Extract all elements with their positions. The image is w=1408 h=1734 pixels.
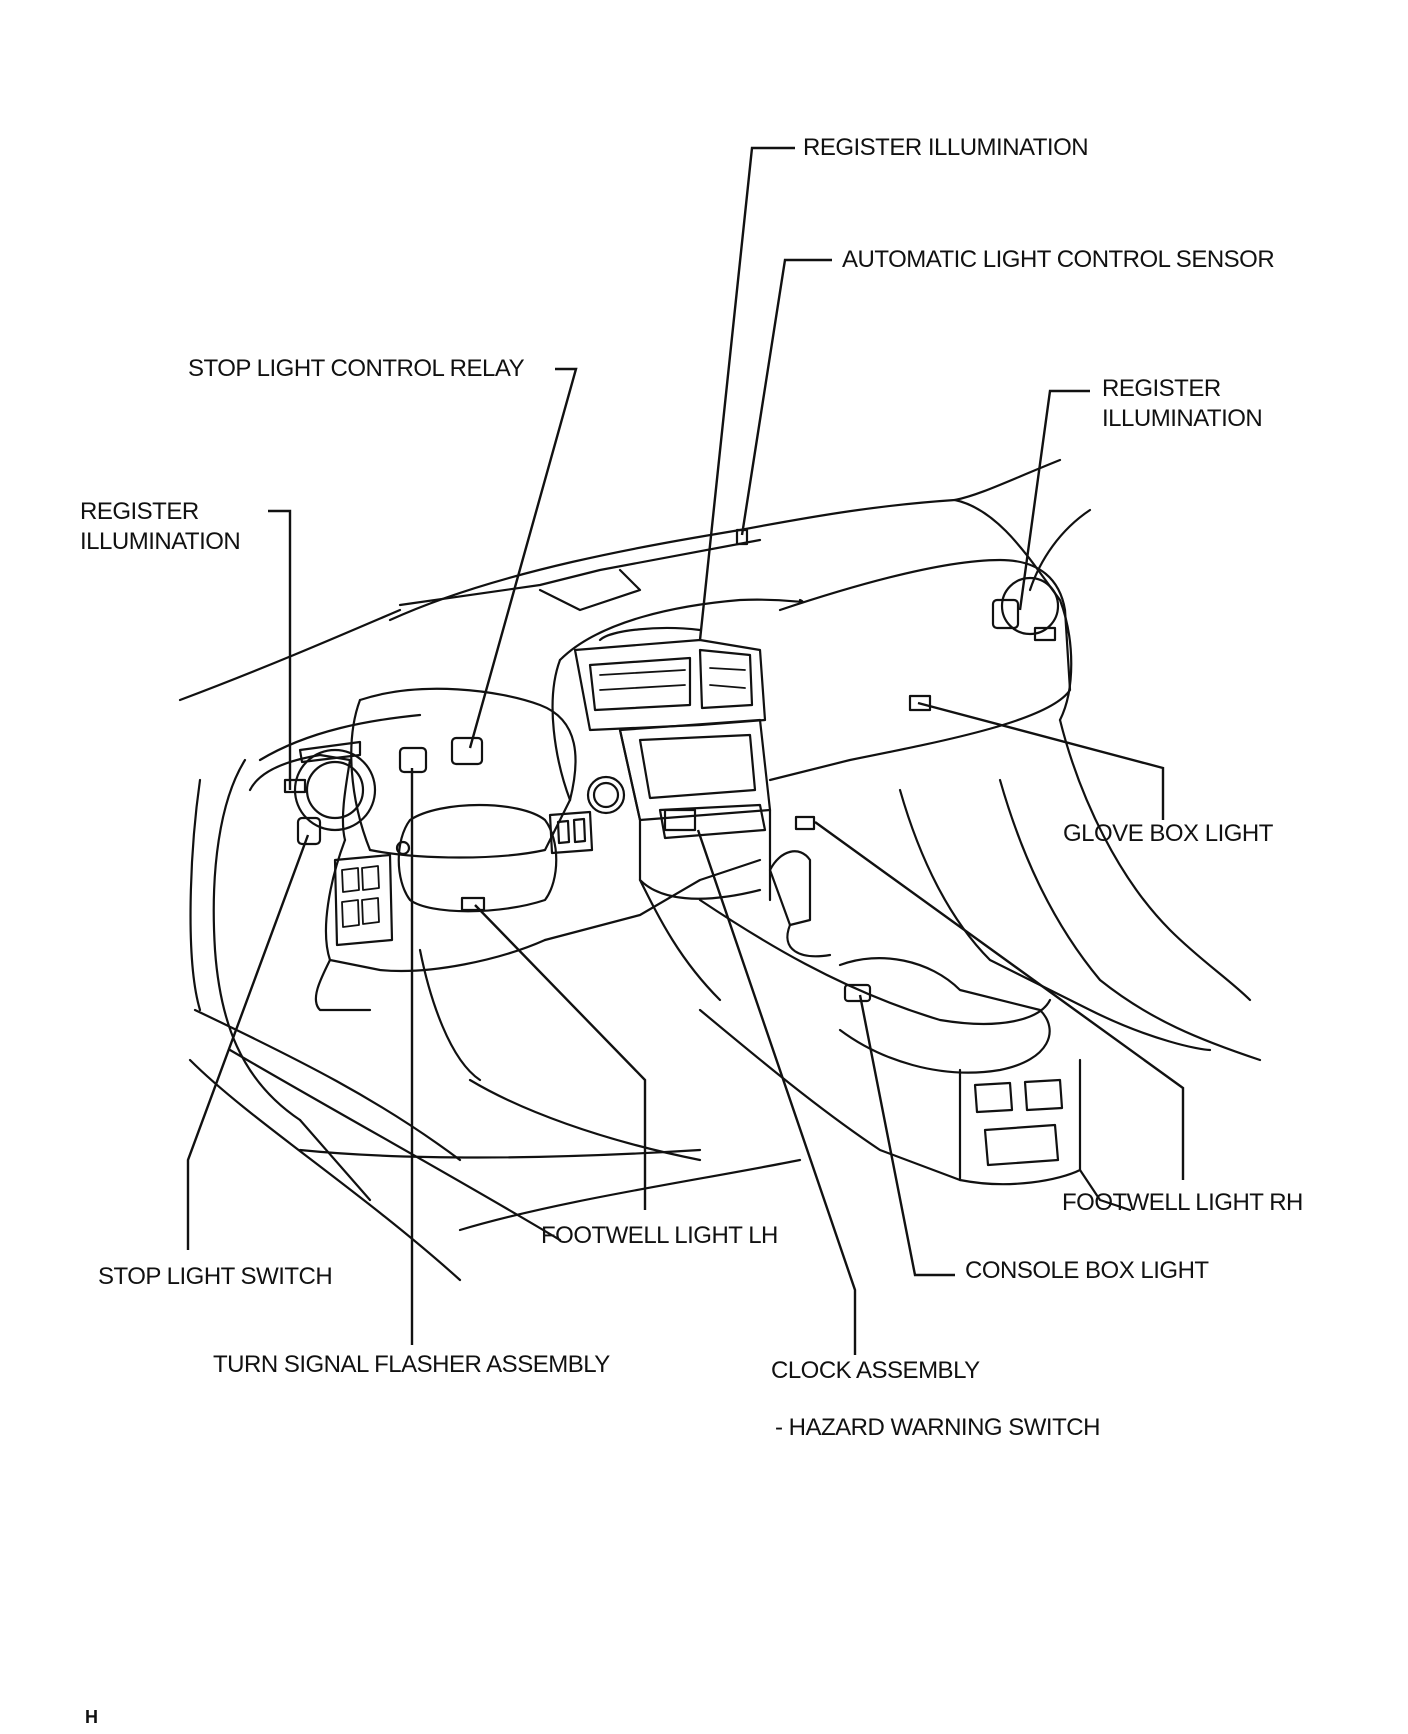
label-register-left-line1: REGISTER — [80, 498, 199, 525]
corner-mark: H — [85, 1707, 98, 1727]
right-side-lines — [898, 718, 1262, 1062]
label-automatic-light-control-sensor: AUTOMATIC LIGHT CONTROL SENSOR — [842, 246, 1275, 273]
label-turn-signal-flasher-assembly: TURN SIGNAL FLASHER ASSEMBLY — [213, 1351, 610, 1378]
label-register-illumination-top: REGISTER ILLUMINATION — [803, 134, 1089, 161]
label-footwell-light-rh: FOOTWELL LIGHT RH — [1062, 1189, 1303, 1216]
label-register-left-line2: ILLUMINATION — [80, 528, 241, 555]
label-stop-light-control-relay: STOP LIGHT CONTROL RELAY — [188, 355, 525, 382]
leader-lines — [186, 146, 1185, 1355]
label-console-box-light: CONSOLE BOX LIGHT — [965, 1257, 1209, 1284]
center-stack — [573, 626, 772, 902]
center-console — [638, 850, 1132, 1212]
label-footwell-light-lh: FOOTWELL LIGHT LH — [541, 1222, 778, 1249]
label-stop-light-switch: STOP LIGHT SWITCH — [98, 1263, 333, 1290]
component-markers — [283, 528, 1060, 1003]
label-register-right-line2: ILLUMINATION — [1102, 405, 1263, 432]
label-hazard-warning-switch: - HAZARD WARNING SWITCH — [775, 1414, 1100, 1441]
dashboard-outline — [178, 458, 1092, 1282]
label-clock-assembly: CLOCK ASSEMBLY — [771, 1357, 980, 1384]
label-register-right-line1: REGISTER — [1102, 375, 1221, 402]
label-glove-box-light: GLOVE BOX LIGHT — [1063, 820, 1273, 847]
left-side-components — [293, 740, 626, 947]
